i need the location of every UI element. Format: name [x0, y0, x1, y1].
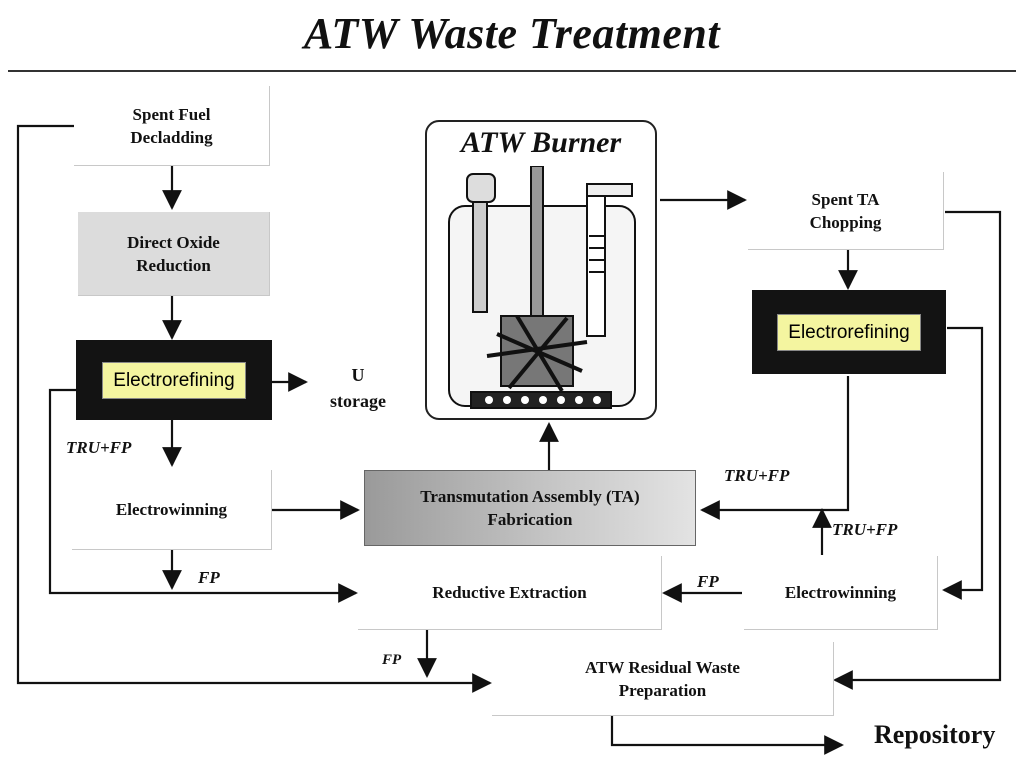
tru-fp-left-label: TRU+FP	[66, 438, 132, 457]
fp-bottom-label: FP	[382, 652, 402, 668]
electrowinning-right-box: Electrowinning	[744, 556, 938, 630]
arrow-decladding-to-residual	[16, 124, 492, 693]
arrow-residual-to-repository	[610, 716, 844, 755]
heat-exchanger	[586, 195, 606, 337]
u-storage-label: U storage	[330, 365, 386, 411]
arrow-electrorefining-to-ta	[700, 376, 850, 520]
arrow-electrorefining-to-electrowinning	[942, 326, 984, 600]
electrowinning-left-box: Electrowinning	[72, 470, 272, 550]
control-rod	[530, 166, 544, 317]
title-divider	[8, 70, 1016, 72]
tru-fp-right-bottom-label: TRU+FP	[832, 520, 898, 539]
atw-burner-box: ATW Burner	[425, 120, 657, 420]
fp-left-label: FP	[198, 568, 220, 587]
outlet-pipe	[586, 183, 633, 197]
tru-fp-right-top-label: TRU+FP	[724, 466, 790, 485]
fp-right-label: FP	[697, 572, 719, 591]
direct-oxide-reduction-box: Direct Oxide Reduction	[78, 212, 270, 296]
repository-label: Repository	[874, 720, 996, 749]
ta-fabrication-box: Transmutation Assembly (TA) Fabrication	[364, 470, 696, 546]
pump-shaft	[472, 201, 488, 313]
reductive-extraction-box: Reductive Extraction	[358, 556, 662, 630]
electrorefining-left-label: Electrorefining	[102, 361, 246, 399]
spent-ta-chopping-box: Spent TA Chopping	[748, 172, 944, 250]
pump-housing	[466, 173, 496, 203]
electrorefining-right-label: Electrorefining	[777, 313, 921, 351]
residual-waste-box: ATW Residual Waste Preparation	[492, 642, 834, 716]
arrow-spent-ta-to-residual	[833, 210, 1002, 690]
atw-burner-title: ATW Burner	[460, 126, 622, 159]
page-title: ATW Waste Treatment	[303, 9, 721, 58]
reactor-vessel-illustration	[448, 166, 636, 409]
spent-fuel-decladding-box: Spent Fuel Decladding	[74, 86, 270, 166]
electrorefining-left-box: Electrorefining	[76, 340, 272, 420]
arrow-electrorefining-to-reductive	[48, 388, 358, 603]
electrorefining-right-box: Electrorefining	[752, 290, 946, 374]
